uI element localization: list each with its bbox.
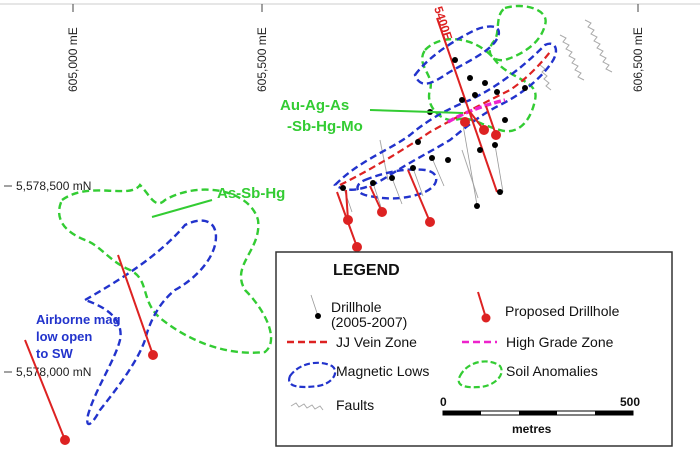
legend-drillhole-label-line2: (2005-2007) bbox=[331, 314, 407, 330]
fault-lines bbox=[379, 19, 613, 199]
soil-anomaly-sw bbox=[57, 183, 273, 354]
proposed-drillholes bbox=[24, 105, 501, 445]
magnetic-low-sw bbox=[82, 219, 218, 426]
magnetic-low-ne-inner bbox=[413, 25, 501, 85]
legend-proposed-label: Proposed Drillhole bbox=[505, 303, 620, 319]
magnetic-low-ne-main bbox=[333, 42, 558, 191]
legend-fault-symbol bbox=[290, 402, 324, 411]
airborne-label-line3: to SW bbox=[36, 346, 74, 361]
scale-start-label: 0 bbox=[440, 395, 447, 409]
section-line-5400e bbox=[436, 17, 498, 193]
jj-vein-zone bbox=[339, 51, 551, 186]
au-ag-label-line2: -Sb-Hg-Mo bbox=[287, 118, 363, 135]
legend-high-grade-label: High Grade Zone bbox=[506, 334, 614, 350]
legend-jj-vein-label: JJ Vein Zone bbox=[336, 334, 417, 350]
easting-label-605000: 605,000 mE bbox=[66, 27, 80, 92]
legend: LEGEND Drillhole (2005-2007) Proposed Dr… bbox=[275, 251, 673, 447]
legend-soil-anomalies-label: Soil Anomalies bbox=[506, 363, 598, 379]
airborne-label-line2: low open bbox=[36, 329, 92, 344]
scale-unit-label: metres bbox=[512, 422, 552, 436]
high-grade-zone bbox=[447, 98, 506, 124]
au-ag-label-line1: Au-Ag-As bbox=[280, 97, 349, 114]
scale-end-label: 500 bbox=[620, 395, 640, 409]
legend-faults-label: Faults bbox=[336, 397, 374, 413]
legend-drillhole-label-line1: Drillhole bbox=[331, 299, 382, 315]
northing-label-5578000: 5,578,000 mN bbox=[16, 365, 91, 379]
legend-title: LEGEND bbox=[333, 262, 400, 279]
magnetic-lows bbox=[82, 25, 558, 426]
airborne-label-line1: Airborne mag bbox=[36, 312, 121, 327]
drillhole-collars bbox=[340, 57, 528, 209]
soil-anomaly-ne-2 bbox=[421, 37, 537, 133]
northing-label-5578500: 5,578,500 mN bbox=[16, 179, 91, 193]
au-ag-leader-line bbox=[369, 109, 464, 114]
legend-magnetic-lows-label: Magnetic Lows bbox=[336, 363, 429, 379]
section-label: 5400E bbox=[431, 5, 455, 42]
legend-proposed-drillhole-symbol bbox=[477, 291, 491, 323]
magnetic-low-ne-lower bbox=[356, 168, 438, 200]
easting-label-605500: 605,500 mE bbox=[255, 27, 269, 92]
legend-drillhole-symbol bbox=[310, 294, 321, 319]
scale-bar: 0 500 metres bbox=[440, 395, 640, 436]
easting-label-606500: 606,500 mE bbox=[631, 27, 645, 92]
as-sb-hg-leader-line bbox=[151, 199, 213, 218]
legend-magnetic-low-symbol bbox=[288, 361, 337, 389]
as-sb-hg-label: As-Sb-Hg bbox=[217, 185, 285, 202]
grid-ticks bbox=[0, 3, 700, 373]
